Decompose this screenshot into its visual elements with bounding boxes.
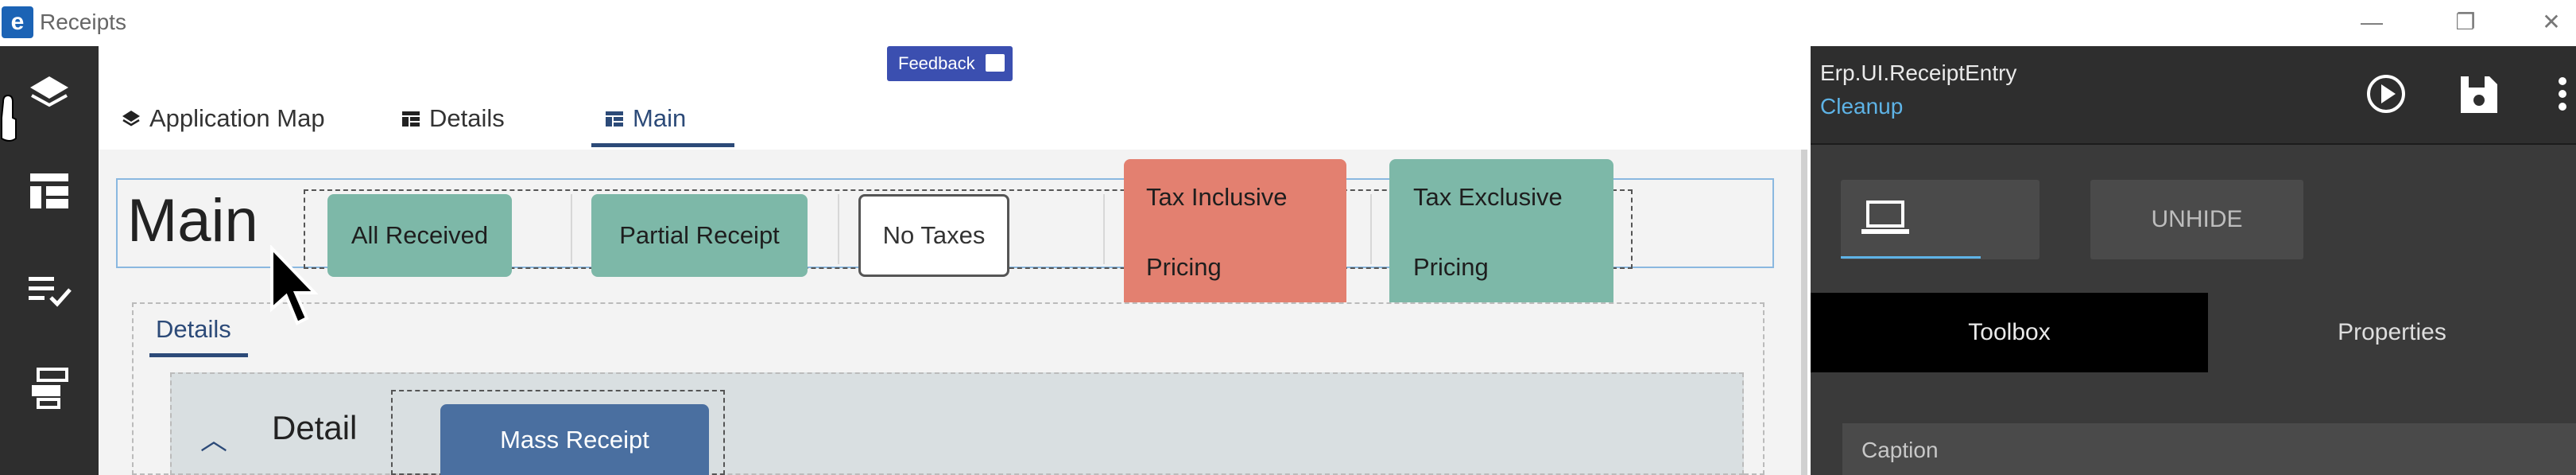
tab-toolbox[interactable]: Toolbox bbox=[1811, 293, 2208, 372]
layers-small-icon bbox=[122, 111, 140, 127]
button-label-line1: Tax Exclusive bbox=[1413, 183, 1563, 211]
tax-exclusive-pricing-button[interactable]: Tax Exclusive Pricing bbox=[1389, 159, 1613, 313]
button-label-line2: Pricing bbox=[1146, 253, 1222, 281]
more-vertical-icon[interactable] bbox=[2539, 70, 2576, 118]
vertical-scrollbar[interactable] bbox=[1801, 150, 1807, 475]
tab-label: Application Map bbox=[149, 104, 325, 132]
button-label-line2: Pricing bbox=[1413, 253, 1489, 281]
chevron-up-icon[interactable]: ︿ bbox=[200, 426, 227, 456]
feedback-label: Feedback bbox=[898, 53, 975, 73]
divider bbox=[838, 194, 839, 264]
left-nav bbox=[0, 46, 99, 475]
device-selector[interactable] bbox=[1841, 180, 2039, 259]
tab-label: Details bbox=[429, 104, 505, 132]
tab-bar: Feedback Application Map Details Main bbox=[99, 46, 1806, 150]
app-logo: e bbox=[2, 6, 33, 38]
laptop-icon bbox=[1861, 201, 1909, 234]
divider bbox=[571, 194, 572, 264]
tab-application-map[interactable]: Application Map bbox=[121, 99, 325, 138]
page-title: Main bbox=[127, 187, 258, 255]
designer-title: Erp.UI.ReceiptEntry bbox=[1820, 60, 2017, 85]
active-tab-indicator bbox=[591, 143, 734, 147]
grid-layout-icon[interactable] bbox=[24, 165, 75, 216]
device-selector-indicator bbox=[1841, 256, 1981, 259]
tab-label: Main bbox=[633, 104, 687, 132]
mass-receipt-button[interactable]: Mass Receipt bbox=[440, 404, 709, 475]
divider bbox=[1103, 194, 1105, 264]
chat-icon bbox=[986, 54, 1005, 72]
designer-panel: Erp.UI.ReceiptEntry Cleanup bbox=[1811, 46, 2576, 475]
partial-receipt-button[interactable]: Partial Receipt bbox=[591, 194, 808, 277]
table-icon bbox=[606, 111, 623, 127]
no-taxes-button[interactable]: No Taxes bbox=[858, 194, 1009, 277]
all-received-button[interactable]: All Received bbox=[327, 194, 512, 277]
cleanup-link[interactable]: Cleanup bbox=[1820, 94, 1904, 119]
hand-cursor-icon bbox=[0, 94, 17, 142]
minimize-button[interactable]: — bbox=[2361, 10, 2383, 34]
detail-group bbox=[170, 372, 1744, 475]
tab-details[interactable]: Details bbox=[401, 99, 505, 138]
layers-icon[interactable] bbox=[24, 68, 75, 119]
checklist-icon[interactable] bbox=[24, 266, 75, 317]
close-button[interactable]: ✕ bbox=[2542, 10, 2561, 34]
main-area: Feedback Application Map Details Main Ma… bbox=[99, 46, 1807, 475]
mouse-cursor-icon bbox=[270, 245, 318, 325]
save-icon[interactable] bbox=[2454, 70, 2502, 118]
database-icon[interactable] bbox=[24, 363, 75, 414]
caption-label: Caption bbox=[1861, 438, 1939, 462]
tab-properties[interactable]: Properties bbox=[2208, 293, 2576, 372]
play-icon[interactable] bbox=[2362, 70, 2410, 118]
tax-inclusive-pricing-button[interactable]: Tax Inclusive Pricing bbox=[1124, 159, 1346, 313]
restore-button[interactable]: ❐ bbox=[2455, 10, 2476, 34]
feedback-button[interactable]: Feedback bbox=[887, 46, 1013, 81]
unhide-button[interactable]: UNHIDE bbox=[2090, 180, 2303, 259]
details-tab-indicator bbox=[149, 353, 248, 357]
tab-details-inner[interactable]: Details bbox=[156, 315, 231, 343]
button-label-line1: Tax Inclusive bbox=[1146, 183, 1288, 211]
table-icon bbox=[402, 111, 420, 127]
designer-body: UNHIDE Toolbox Properties Caption bbox=[1811, 145, 2576, 475]
window-title: Receipts bbox=[40, 10, 126, 34]
divider bbox=[1370, 194, 1372, 264]
caption-field[interactable]: Caption bbox=[1842, 423, 2576, 475]
detail-group-title: Detail bbox=[272, 409, 358, 446]
tab-main[interactable]: Main bbox=[604, 99, 686, 138]
designer-header: Erp.UI.ReceiptEntry Cleanup bbox=[1811, 46, 2576, 145]
designer-tabs: Toolbox Properties bbox=[1811, 293, 2576, 372]
title-bar: e Receipts — ❐ ✕ bbox=[0, 0, 2576, 46]
